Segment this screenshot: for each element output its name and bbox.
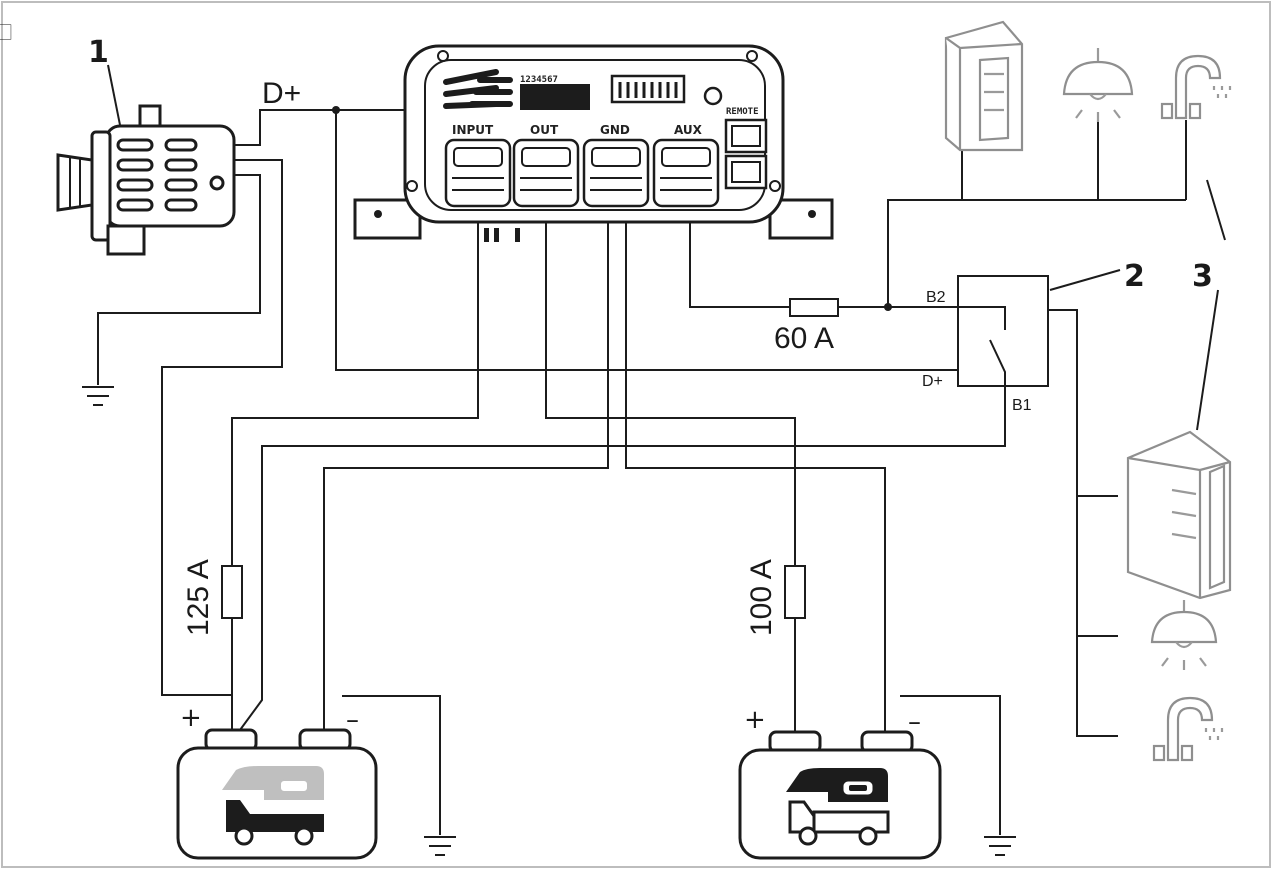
- wire-gnd-start: [323, 205, 609, 732]
- callout-2: 2: [1124, 259, 1145, 294]
- tap-icon-bottom: [1152, 696, 1224, 762]
- terminal-input: [444, 138, 512, 208]
- ground-symbol-start: [424, 836, 456, 856]
- callout-3: 3: [1192, 259, 1213, 294]
- start-battery-minus: –: [346, 705, 359, 735]
- alternator-icon: [56, 104, 236, 256]
- wire-b1: [239, 386, 1006, 731]
- start-battery: + –: [176, 703, 378, 860]
- wire-dplus-top: [232, 109, 470, 146]
- junction-dplus: [332, 106, 340, 114]
- remote-label: REMOTE: [726, 107, 759, 117]
- lamp-icon-bottom: [1150, 600, 1218, 670]
- wire-input: [231, 205, 479, 566]
- wire-bottom-loads: [1048, 309, 1118, 737]
- fuse-100a-label: 100 A: [745, 559, 778, 636]
- fuse-100a: [784, 565, 806, 619]
- relay-b2-label: B2: [926, 289, 946, 306]
- fuse-125a-label: 125 A: [182, 559, 215, 636]
- leisure-battery: + –: [738, 705, 942, 860]
- wire-leisure-minus-ground: [900, 695, 1001, 835]
- fridge-icon-top: [944, 20, 1024, 152]
- fridge-icon-bottom: [1126, 430, 1232, 600]
- leader-3: [1196, 179, 1226, 431]
- terminal-out: [512, 138, 580, 208]
- wire-gnd-leisure: [625, 205, 886, 732]
- dcdc-charger: 1234567 REMOTE INPUT OUT GND AUX: [353, 44, 834, 242]
- camper-icon-dark: [786, 768, 890, 846]
- leisure-battery-plus: +: [744, 705, 766, 735]
- wire-dplus-relay: [335, 110, 958, 371]
- ground-symbol-leisure: [984, 836, 1016, 856]
- wires: [97, 64, 1226, 835]
- terminal-label-gnd: GND: [600, 123, 630, 137]
- wire-bottom-load-drops: [1077, 495, 1118, 637]
- dplus-label-top: D+: [262, 77, 301, 110]
- callout-1: 1: [88, 35, 109, 70]
- wire-alternator-ground: [97, 174, 261, 385]
- leisure-battery-minus: –: [908, 707, 921, 737]
- wire-top-load-drops: [961, 118, 1187, 200]
- terminal-label-aux: AUX: [674, 123, 703, 137]
- terminal-label-out: OUT: [530, 123, 559, 137]
- ground-symbol-alternator: [82, 386, 114, 406]
- dip-label-top: 1234567: [520, 75, 558, 85]
- wire-aux-b: [838, 306, 1006, 330]
- relay-b1-label: B1: [1012, 397, 1032, 414]
- fuse-60a-label: 60 A: [774, 322, 834, 355]
- relay-dplus-label: D+: [922, 373, 943, 390]
- lamp-icon-top: [1062, 48, 1134, 122]
- wire-aux-a: [689, 205, 790, 308]
- leader-2: [1049, 269, 1121, 291]
- start-battery-plus: +: [180, 703, 202, 733]
- leader-1: [107, 64, 123, 136]
- terminal-label-input: INPUT: [452, 123, 494, 137]
- tap-icon-top: [1160, 54, 1232, 120]
- wire-out: [545, 205, 796, 566]
- terminal-gnd: [582, 138, 650, 208]
- wire-start-minus-ground: [342, 695, 441, 835]
- terminal-aux: [652, 138, 720, 208]
- relay: B2 D+ B1: [922, 275, 1049, 414]
- camper-icon-gray: [222, 766, 324, 846]
- wire-top-loads: [887, 199, 1186, 307]
- fuse-60a: [789, 298, 839, 317]
- fuse-125a: [221, 565, 243, 619]
